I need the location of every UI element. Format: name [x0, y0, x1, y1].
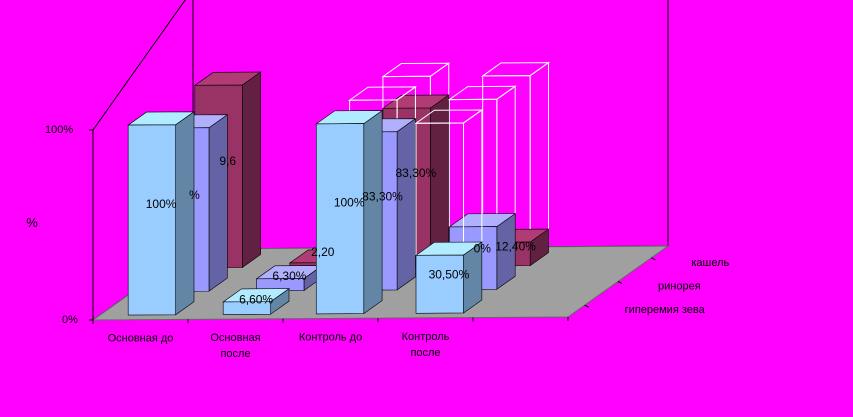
bar-1-4	[414, 108, 484, 314]
data-label-1-1: 100%	[146, 197, 177, 211]
bar-side	[208, 114, 228, 292]
x-tick-label: Основная до	[108, 333, 174, 345]
series-label: гиперемия зева	[625, 304, 706, 316]
chart-data-labels: 9,6 2,20 83,30% 12,40%% 6,30% 83,30% 0% 100% 6,6…	[146, 154, 537, 307]
depth-axis-series-labels: гиперемия зева ринорея кашель	[584, 257, 730, 316]
bar-front	[315, 123, 365, 315]
depth-tick-mark	[617, 281, 623, 284]
y-tick-label-0: 0%	[62, 314, 78, 326]
data-label-3-4: 12,40%	[495, 239, 536, 253]
data-label-1-3: 100%	[334, 196, 365, 210]
data-label-2-2: 6,30%	[272, 269, 306, 283]
data-label-3-1: 9,6	[219, 154, 236, 168]
bar-front	[222, 301, 271, 315]
bar-front	[127, 124, 176, 316]
data-label-2-4: 0%	[474, 241, 492, 255]
bar-front	[415, 254, 464, 314]
bar-1-3	[315, 110, 384, 315]
depth-tick-mark	[651, 257, 656, 261]
data-label-2-3: 83,30%	[362, 190, 403, 204]
chart-bars	[127, 61, 551, 316]
bar-1-2	[222, 288, 290, 315]
data-label-2-1: %	[189, 188, 200, 202]
bar-side	[175, 111, 195, 316]
series-label: кашель	[691, 257, 729, 269]
x-tick-label: Контроль до	[299, 332, 362, 344]
bar-side	[396, 118, 416, 291]
series-label: ринорея	[658, 281, 701, 293]
depth-tick-mark	[584, 304, 589, 308]
bar-1-1	[127, 111, 195, 316]
bar-side	[363, 110, 383, 315]
data-label-3-3: 83,30%	[395, 166, 436, 180]
data-label-1-4: 30,50%	[429, 268, 470, 282]
bar-side	[242, 71, 261, 269]
data-label-3-2: 2,20	[311, 245, 335, 259]
y-tick-label-100: 100%	[45, 124, 73, 136]
chart-axes: 0% 100% %	[26, 124, 78, 326]
y-axis-label: %	[26, 215, 38, 230]
bar-side	[430, 94, 450, 267]
data-label-1-2: 6,60%	[239, 292, 273, 306]
